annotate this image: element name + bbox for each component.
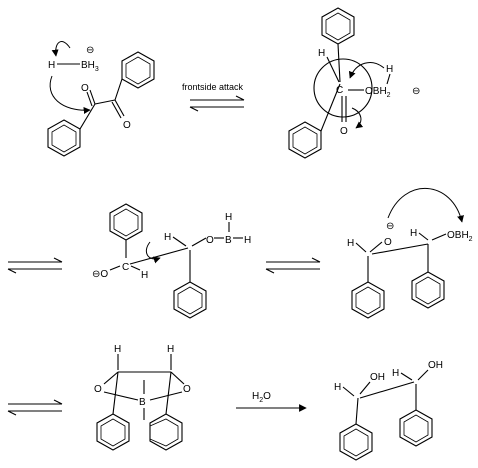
hydrobenzoin-product: H OH H OH (334, 360, 443, 461)
phenyl-ring (339, 423, 373, 461)
atom-h: H (410, 228, 417, 239)
atom-c: C (122, 262, 129, 273)
equilibrium-arrow (7, 257, 63, 274)
atom-c: C (336, 85, 343, 96)
atom-h: H (48, 60, 55, 71)
atom-o: O (81, 83, 89, 94)
atom-h: H (244, 235, 251, 246)
atom-o: O (340, 126, 348, 137)
orbital-circle (313, 58, 373, 118)
atom-o: O (206, 235, 214, 246)
atom-h: H (318, 48, 325, 59)
atom-b: B (225, 235, 232, 246)
atom-o: O (384, 237, 392, 248)
phenyl-ring (411, 271, 445, 309)
water-reagent: H2O (252, 391, 271, 404)
phenyl-ring-inner (403, 414, 429, 443)
borohydride: H BH3 ⊖ (48, 45, 99, 73)
atom-h: H (386, 64, 393, 75)
phenyl-ring-inner (325, 12, 351, 41)
phenyl-ring (121, 51, 155, 89)
curved-arrow (348, 62, 385, 79)
phenyl-ring-inner (125, 56, 151, 85)
bh3-label: BH3 (81, 60, 99, 73)
curved-arrow (51, 41, 71, 57)
atom-h: H (114, 344, 121, 355)
phenyl-ring-inner (100, 418, 126, 447)
atom-h: H (141, 270, 148, 281)
atom-o: O (183, 384, 191, 395)
phenyl-ring-inner (292, 126, 318, 155)
atom-o: O (123, 120, 131, 131)
atom-h: H (225, 212, 232, 223)
phenyl-ring (173, 281, 207, 319)
equilibrium-arrow (189, 95, 245, 112)
atom-o: O (94, 384, 102, 395)
minus-charge: ⊖ (386, 221, 394, 232)
atom-h: H (347, 238, 354, 249)
benzil-reactant: O O (47, 51, 155, 157)
minus-charge: ⊖ (412, 86, 420, 97)
phenyl-ring-inner (343, 428, 369, 457)
hydroxyl-label: OH (370, 372, 385, 383)
frontside-attack-complex: H C O OBH2 ⊖ H (288, 7, 420, 159)
alkoxide-borane-intermediate: H O ⊖ H OBH2 (347, 221, 473, 319)
atom-h: H (164, 232, 171, 243)
curved-arrow (351, 107, 364, 129)
curved-arrow (49, 75, 91, 114)
minus-charge: ⊖ (86, 45, 94, 56)
obh2-label: OBH2 (365, 86, 391, 99)
cyclic-borate-intermediate: H H O O B (94, 344, 191, 451)
phenyl-ring-inner (355, 286, 381, 315)
phenyl-ring-inner (113, 208, 139, 237)
phenyl-ring (399, 409, 433, 447)
atom-b: B (139, 397, 146, 408)
phenyl-ring (351, 281, 385, 319)
phenyl-ring (96, 413, 130, 451)
alkoxide-intermediate: ⊖O C H H O B H H (92, 203, 251, 319)
hydroxyl-label: OH (428, 360, 443, 371)
phenyl-ring (149, 413, 183, 451)
atom-h: H (392, 368, 399, 379)
atom-h: H (334, 382, 341, 393)
frontside-attack-label: frontside attack (182, 82, 244, 92)
phenyl-ring-inner (149, 418, 179, 447)
obh2-label: OBH2 (447, 230, 473, 243)
curved-arrow (387, 188, 464, 223)
phenyl-ring-inner (51, 124, 77, 153)
phenyl-ring-inner (415, 276, 441, 305)
equilibrium-arrow (7, 399, 63, 416)
atom-h: H (167, 344, 174, 355)
equilibrium-arrow (265, 257, 321, 274)
phenyl-ring-inner (177, 286, 203, 315)
curved-arrow (145, 241, 161, 264)
alkoxide-o-label: ⊖O (92, 269, 108, 280)
